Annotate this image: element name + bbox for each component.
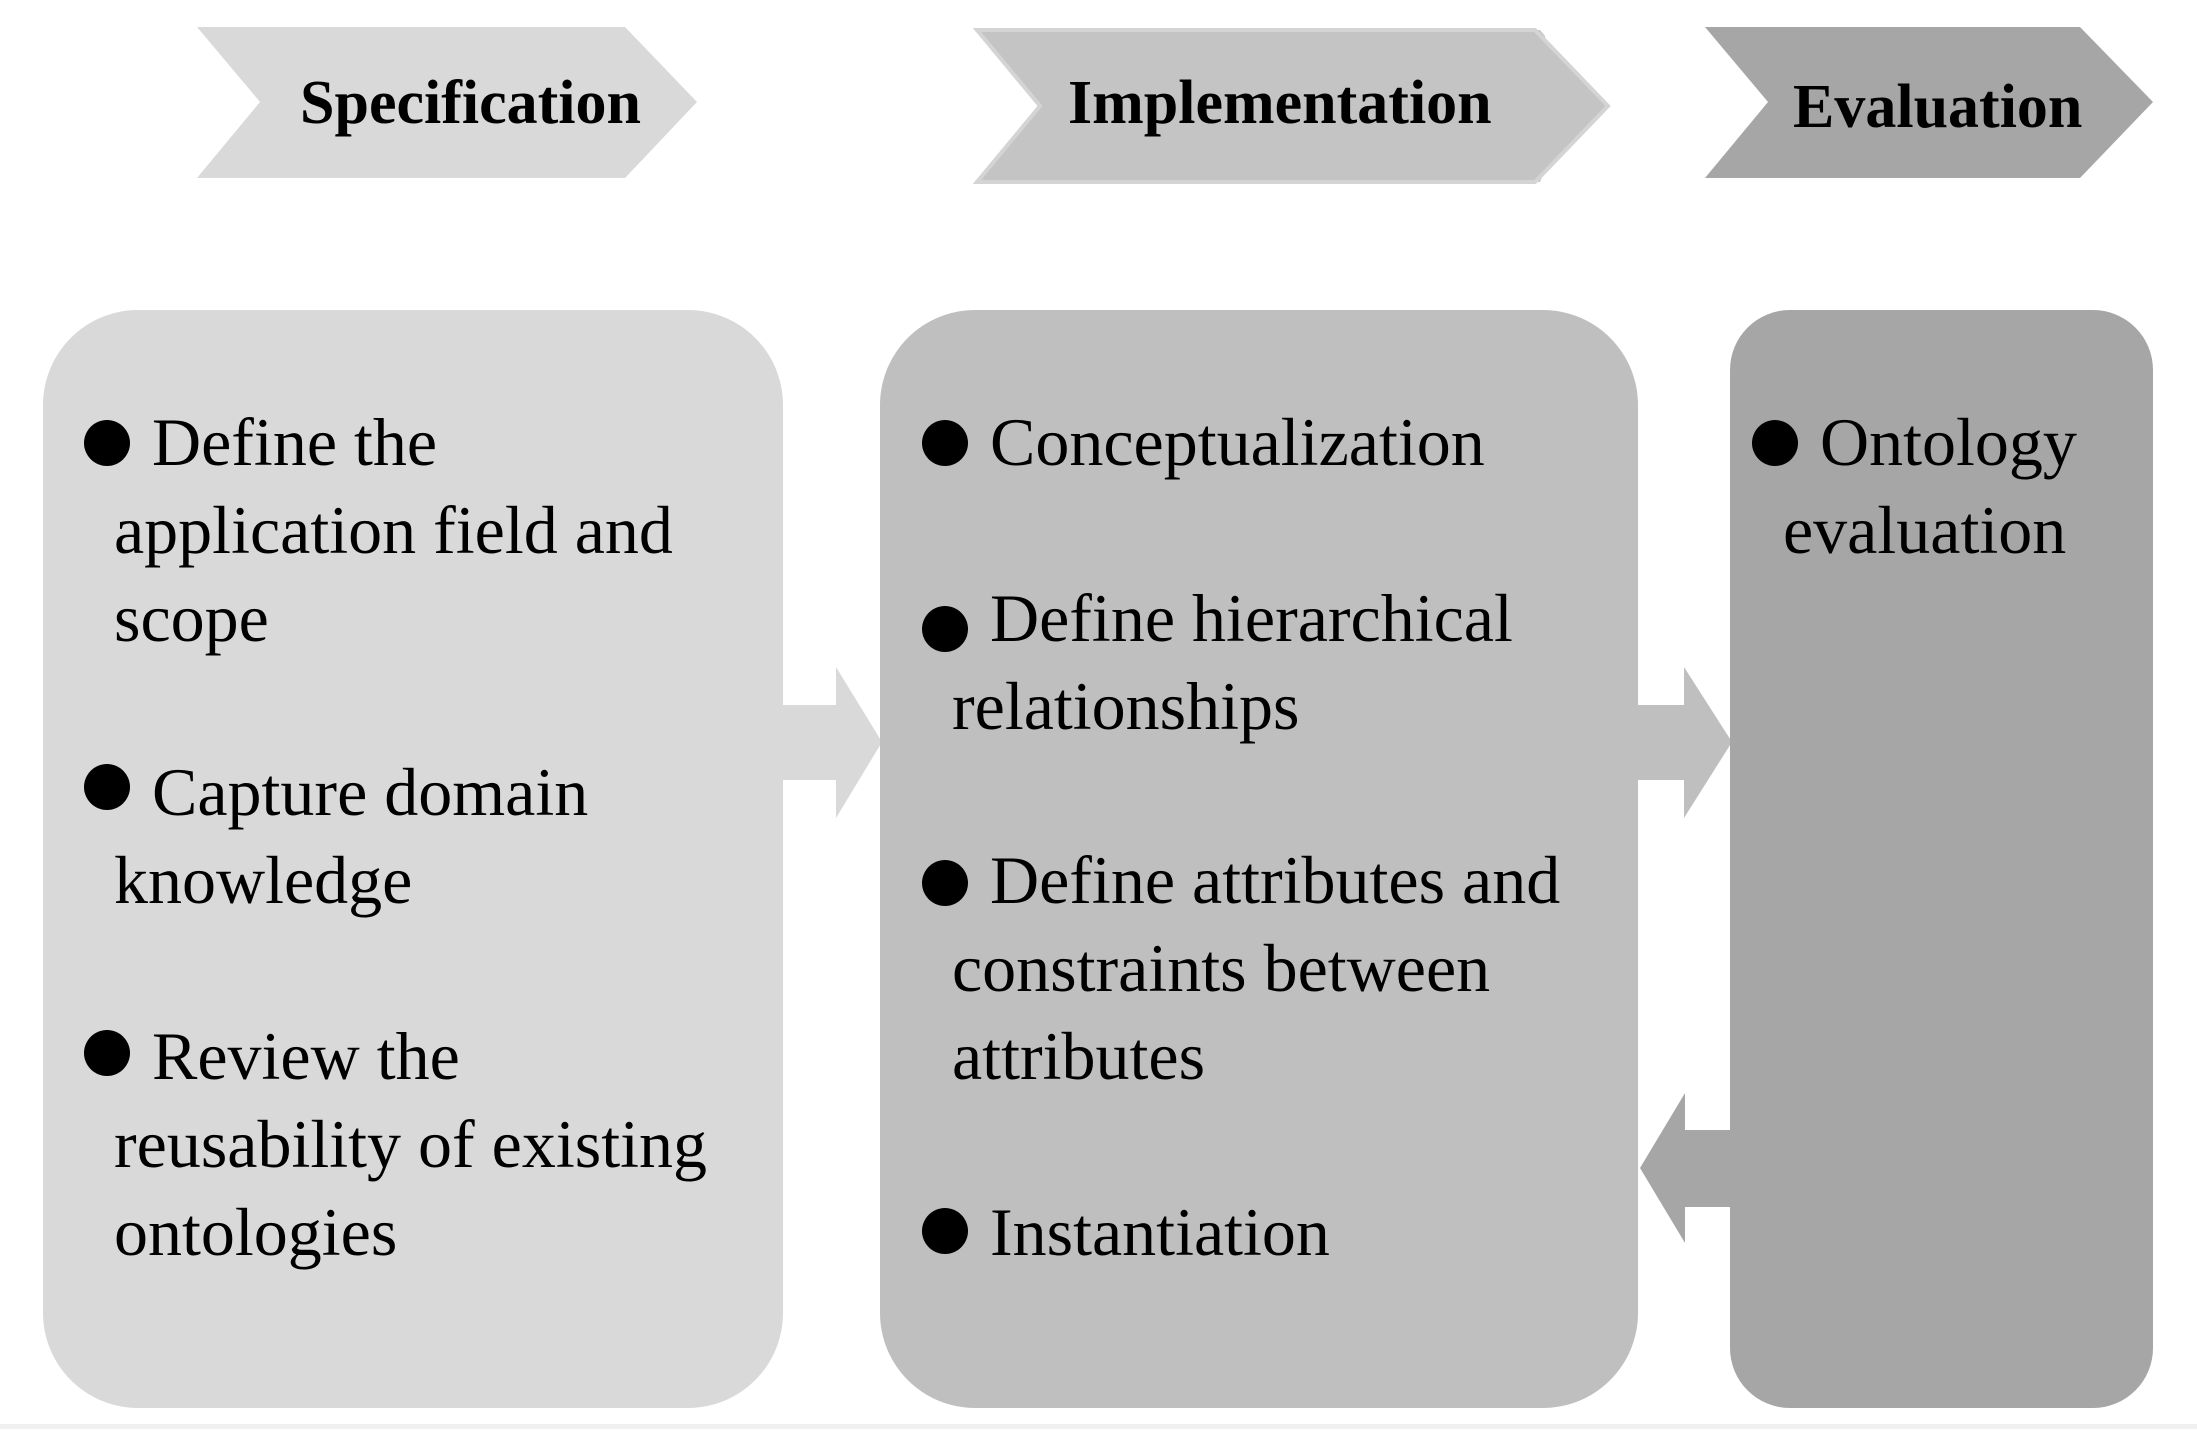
panel-implementation — [880, 310, 1638, 1408]
phase-label-evaluation: Evaluation — [1793, 73, 2083, 141]
item-line: Define hierarchical — [990, 580, 1513, 656]
item-line: scope — [114, 580, 269, 656]
bullet-icon — [84, 764, 130, 810]
phase-label-specification: Specification — [300, 69, 641, 137]
item-line: evaluation — [1783, 492, 2067, 568]
item-line: Conceptualization — [990, 404, 1485, 480]
bullet-icon — [922, 420, 968, 466]
item-line: Capture domain — [152, 754, 589, 830]
item-line: relationships — [952, 668, 1300, 744]
item-line: Instantiation — [990, 1194, 1330, 1270]
arrow-impl-to-eval — [1638, 667, 1732, 818]
item-line: Ontology — [1820, 404, 2077, 480]
item-line: constraints between — [952, 930, 1491, 1006]
panel-evaluation — [1730, 310, 2153, 1408]
item-line: reusability of existing — [114, 1106, 708, 1182]
item-line: Define attributes and — [990, 842, 1561, 918]
bullet-icon — [922, 860, 968, 906]
item-line: attributes — [952, 1018, 1206, 1094]
chevron-specification — [197, 27, 697, 178]
item-line: ontologies — [114, 1194, 398, 1270]
bullet-icon — [84, 1030, 130, 1076]
arrow-eval-to-impl — [1640, 1093, 1732, 1243]
bullet-icon — [84, 420, 130, 466]
chevron-implementation-border — [972, 28, 1611, 184]
item-line: Define the — [152, 404, 438, 480]
item-line: knowledge — [114, 842, 413, 918]
bullet-icon — [922, 606, 968, 652]
arrow-spec-to-impl — [783, 667, 882, 818]
panel-specification — [43, 310, 783, 1408]
bullet-icon — [1752, 420, 1798, 466]
item-line: Review the — [152, 1018, 460, 1094]
chevron-evaluation — [1705, 27, 2153, 178]
bottom-divider — [0, 1424, 2197, 1429]
phase-label-implementation: Implementation — [1068, 69, 1492, 137]
item-line: application field and — [114, 492, 673, 568]
bullet-icon — [922, 1208, 968, 1254]
